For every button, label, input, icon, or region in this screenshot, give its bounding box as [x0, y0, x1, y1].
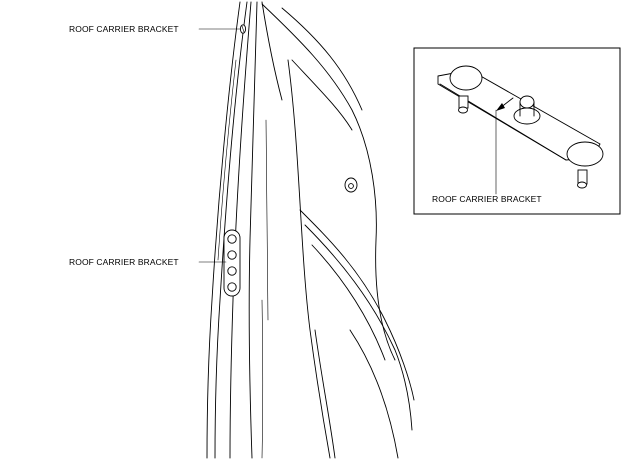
roof-carrier-bracket-detail-illustration	[437, 65, 604, 189]
top-bracket-label: ROOF CARRIER BRACKET	[69, 24, 179, 34]
middle-bracket-label: ROOF CARRIER BRACKET	[69, 257, 179, 267]
inset-detail: ROOF CARRIER BRACKET	[413, 47, 621, 215]
inset-bracket-label: ROOF CARRIER BRACKET	[432, 194, 542, 204]
roof-outline-illustration	[206, 1, 415, 459]
middle-bracket-graphic	[223, 229, 241, 297]
arrow-icon	[496, 97, 514, 111]
